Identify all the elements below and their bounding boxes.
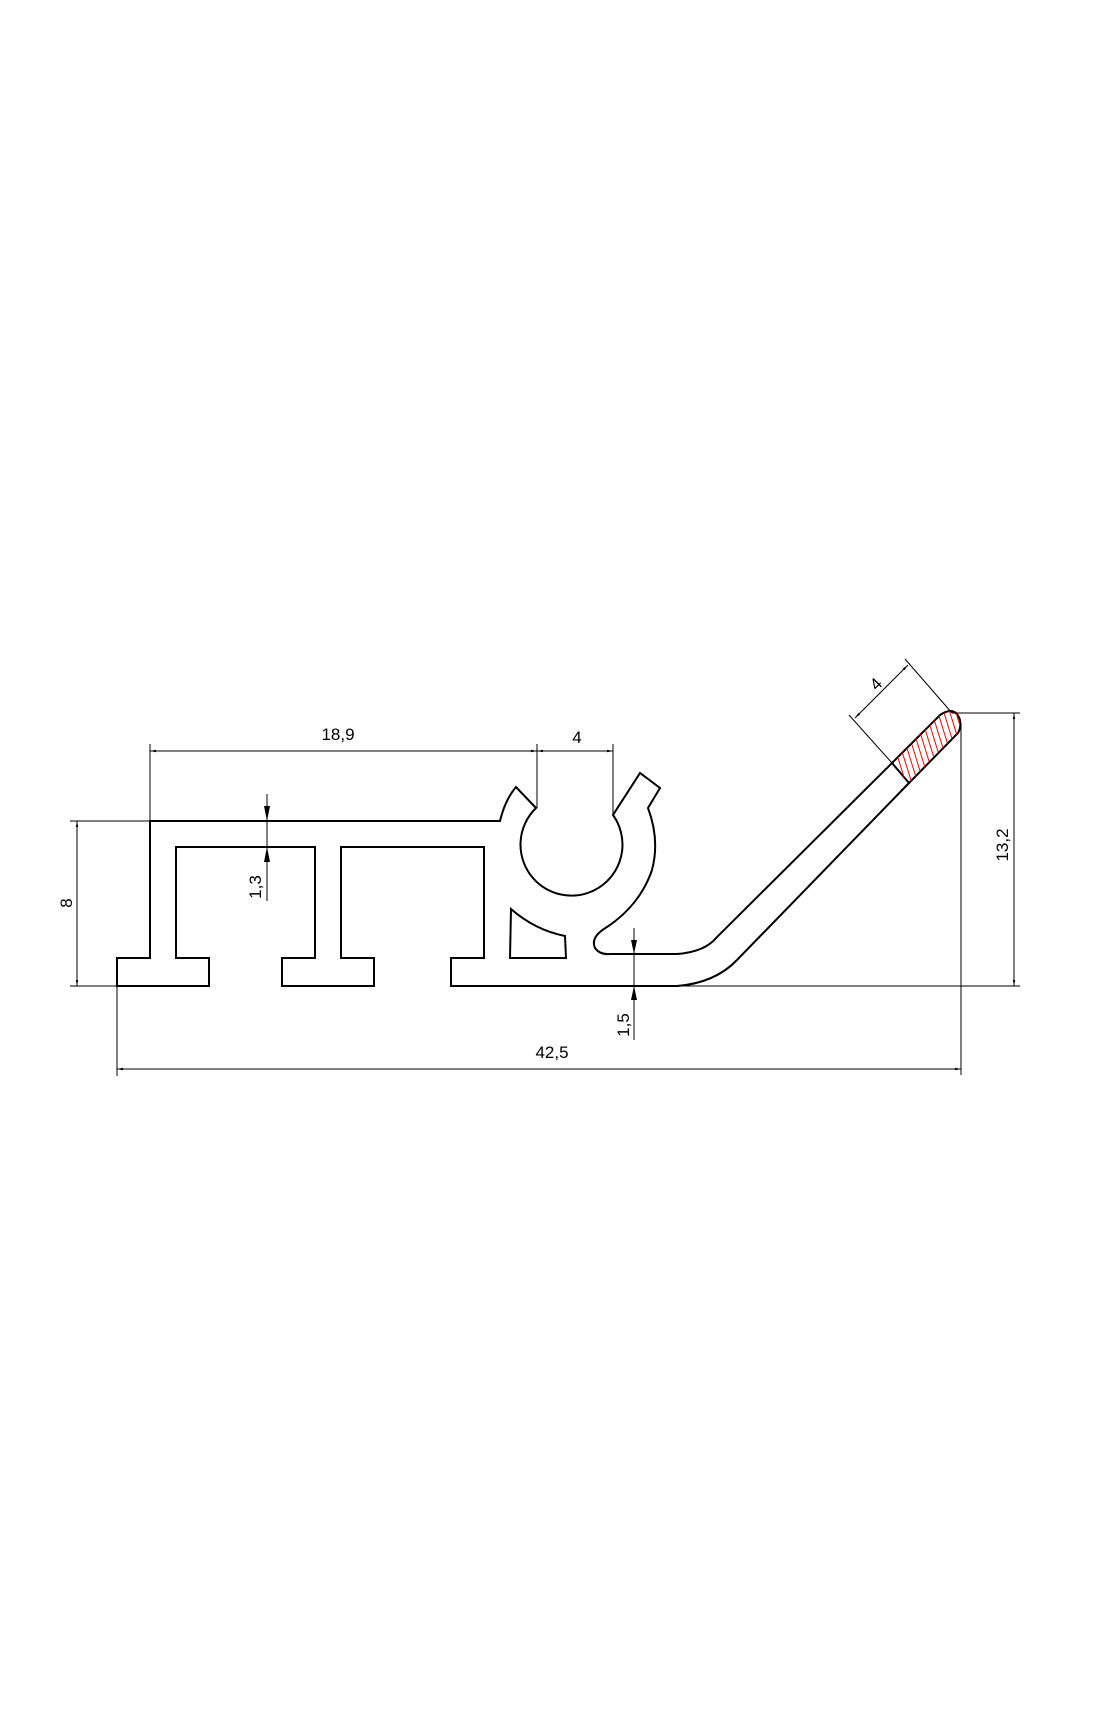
dim-base-thickness: 1,5 — [614, 928, 637, 1040]
dim-label: 4 — [572, 728, 581, 747]
hatch-line — [892, 711, 909, 783]
dim-top-length: 18,9 — [149, 725, 538, 821]
tip-boundary — [891, 762, 910, 784]
dim-label: 1,3 — [246, 875, 265, 899]
triangular-pocket — [508, 906, 568, 959]
dim-wall-thickness: 1,3 — [246, 794, 270, 901]
dim-label: 4 — [866, 674, 886, 694]
hatch-line — [951, 711, 961, 783]
dim-label: 13,2 — [993, 828, 1012, 861]
dim-label: 8 — [57, 898, 76, 907]
dim-total-height: 13,2 — [677, 712, 1020, 987]
dim-label: 42,5 — [535, 1043, 568, 1062]
dim-label: 18,9 — [321, 725, 354, 744]
dim-height: 8 — [57, 820, 150, 987]
profile-outline — [116, 710, 962, 987]
dim-label: 1,5 — [614, 1013, 633, 1037]
dim-slot-width: 4 — [537, 728, 614, 815]
hatch-line — [915, 711, 945, 783]
hatch-line — [903, 711, 933, 783]
dim-total-length: 42,5 — [116, 723, 962, 1076]
